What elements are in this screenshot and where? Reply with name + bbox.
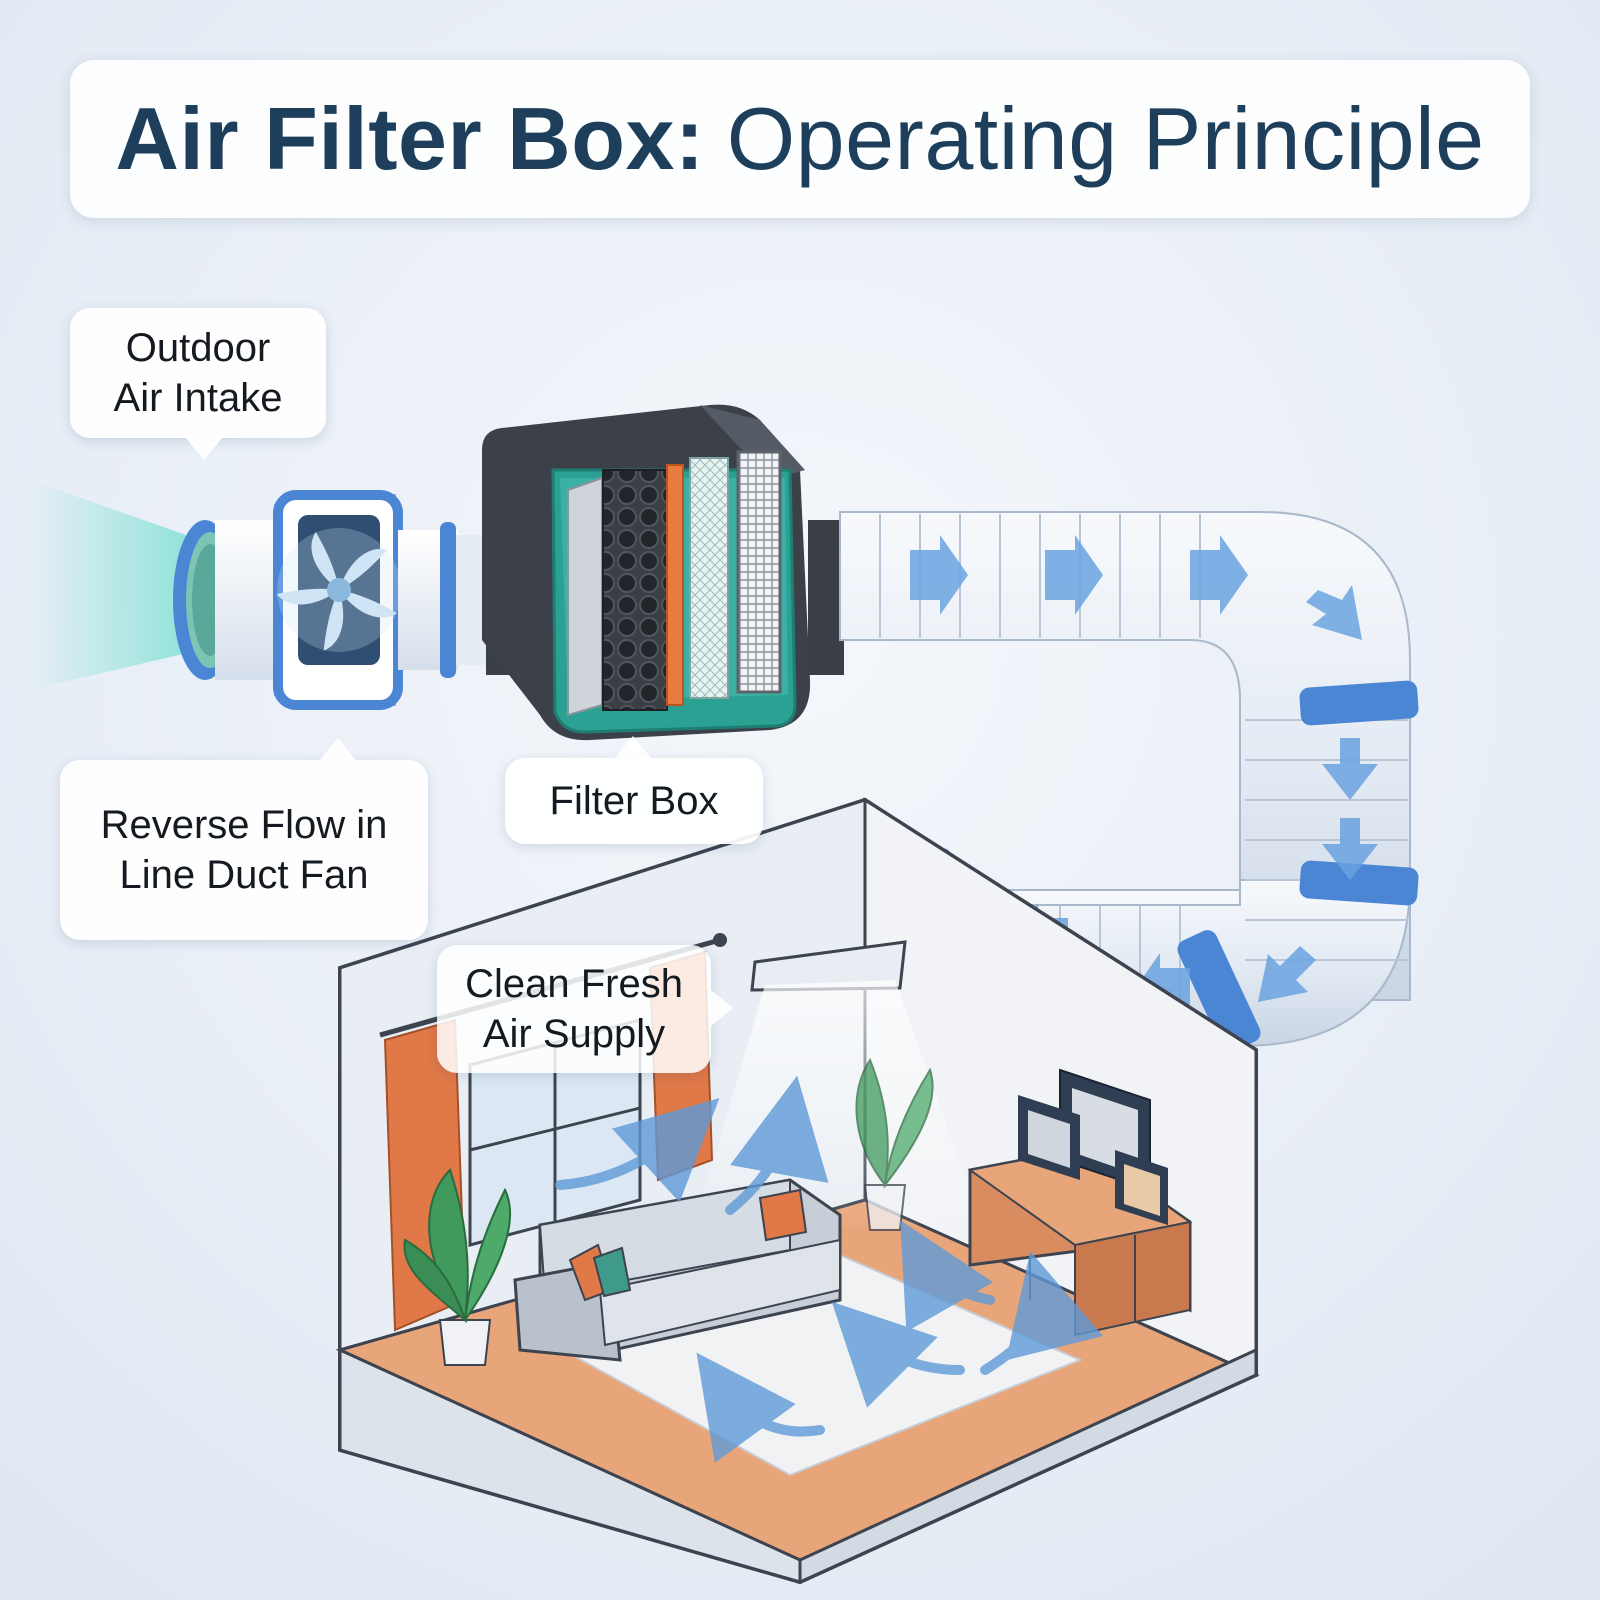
callout-filter-box: Filter Box	[505, 758, 763, 844]
orange-filter-layer	[666, 464, 684, 706]
callout-text: Outdoor	[125, 326, 271, 370]
callout-text: Line Duct Fan	[119, 853, 369, 897]
callout-text: Air Intake	[113, 376, 283, 420]
callout-text: Clean Fresh	[465, 962, 683, 1006]
fan-blade-icon	[276, 528, 401, 652]
callout-outdoor-air-intake: Outdoor Air Intake	[70, 308, 326, 438]
inline-duct-fan	[173, 490, 488, 710]
carbon-filter-layer	[602, 469, 668, 711]
duct-clamp	[1299, 860, 1419, 906]
ceiling-vent	[750, 940, 907, 992]
picture-frames	[1018, 1068, 1168, 1225]
callout-text: Reverse Flow in	[100, 803, 388, 847]
callout-pointer	[186, 438, 222, 460]
callout-text: Filter Box	[549, 779, 719, 823]
callout-clean-fresh-air: Clean Fresh Air Supply	[437, 945, 711, 1073]
callout-text: Air Supply	[482, 1012, 666, 1056]
duct-clamp	[1177, 930, 1261, 1052]
filter-box-unit	[482, 404, 844, 741]
title-bold-text: Air Filter Box:	[115, 89, 705, 188]
callout-pointer	[320, 738, 356, 760]
pre-filter-panel	[567, 476, 603, 717]
callout-reverse-flow-fan: Reverse Flow in Line Duct Fan	[60, 760, 428, 940]
plant-left	[403, 1168, 512, 1366]
plant-right	[855, 1057, 934, 1231]
duct-clamp	[1299, 680, 1419, 726]
outdoor-airflow-stream	[30, 480, 200, 690]
hepa-filter-layer	[736, 450, 782, 694]
callout-pointer	[711, 990, 733, 1026]
title-banner: Air Filter Box: Operating Principle	[70, 60, 1530, 218]
title-light-text: Operating Principle	[726, 89, 1485, 188]
room-airflow-arrows	[555, 1075, 1104, 1463]
mesh-filter-layer	[689, 457, 729, 699]
callout-pointer	[615, 736, 651, 758]
